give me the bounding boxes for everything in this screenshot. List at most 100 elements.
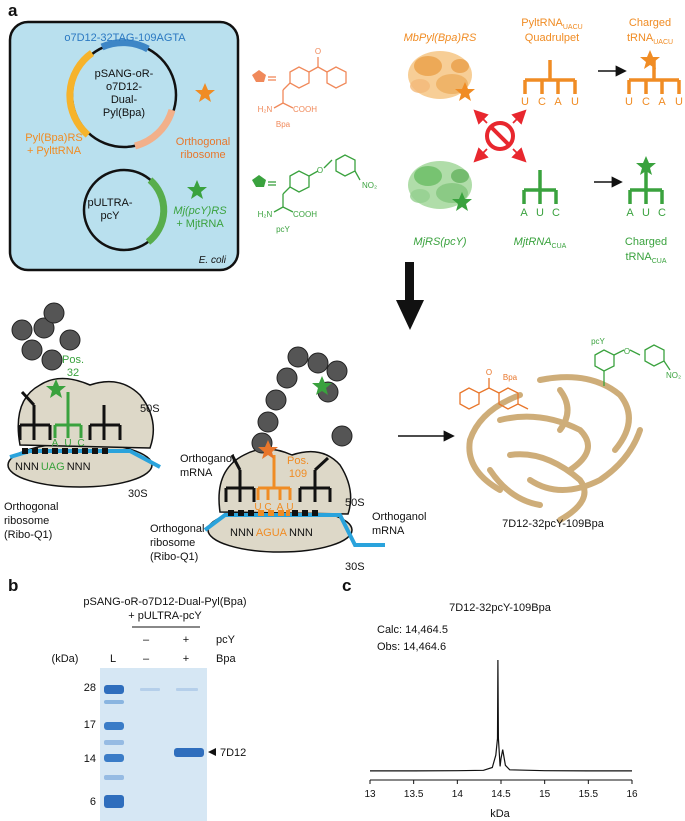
charged-green-star-icon [636,156,656,175]
ribo2-anticodon-4: U [286,502,293,513]
pylrs-label-2: + PylttRNA [27,145,82,157]
gel-marker-28 [104,685,124,694]
gel-marker-17 [104,722,124,730]
protein-bpa-label: Bpa [503,373,518,382]
ribosome-1-beads [11,302,81,371]
bpa-cooh: COOH [293,105,317,114]
gel-band-7d12 [174,748,204,757]
ms-x-tick-label: 15 [539,789,551,800]
gel-bpa-lane1: – [143,653,150,665]
pyl-codon-3: A [554,96,562,108]
pylrs-label-1: Pyl(Bpa)RS [25,132,82,144]
ribosome-2-trna-left [224,454,256,502]
ribo2-50s: 50S [345,497,365,509]
protein-pcy-no2: NO₂ [666,371,681,380]
ms-x-tick-label: 14 [452,789,464,800]
ms-x-tick-label: 13.5 [404,789,424,800]
ribo2-anticodon-2: C [264,502,271,513]
green-star-icon [187,180,207,199]
pcy-structure [252,154,361,213]
ribosome-1-trna-green [53,392,83,438]
ribosome-1-trna-right [88,405,122,440]
charged-green-label-1: Charged [625,236,667,248]
charged-orange-star-icon [640,50,660,69]
panel-c-letter: c [342,576,351,595]
bpa-structure [252,57,347,109]
ribo2-anticodon-3: A [277,502,284,513]
plasmid-1-top-label: o7D12-32TAG-109AGTA [64,32,186,44]
plasmid-1-name-3: Dual- [111,94,138,106]
mj-codon-1: A [520,207,528,219]
bpa-h2n: H₂N [258,105,273,114]
ribo2-orth-label-3: (Ribo-Q1) [150,551,198,563]
gel-pcy-label: pcY [216,634,236,646]
gel-marker-6 [104,795,124,808]
ribosome-2 [203,448,385,553]
ms-x-tick-label: 15.5 [579,789,599,800]
gel-marker-label-6: 6 [90,796,96,808]
pyl-trna [523,60,577,94]
ms-calc: Calc: 14,464.5 [377,624,448,636]
protein-bpa-side-chain [459,378,529,410]
plasmid-2-name-2: pcY [101,210,121,222]
pyl-codon-4: U [571,96,579,108]
orth-ribosome-label-1: Orthogonal [176,136,230,148]
ms-x-tick-label: 14.5 [491,789,511,800]
panel-a-letter: a [8,1,18,20]
gel-title-2: + pULTRA-pcY [128,610,202,622]
plasmid-2-name-1: pULTRA- [87,197,132,209]
pcy-cooh: COOH [293,210,317,219]
charged-codon-3: A [658,96,666,108]
ribo2-anticodon-1: U [254,502,261,513]
gel-kda-label: (kDa) [52,653,79,665]
plasmid-1-name-2: o7D12- [106,81,142,93]
plasmid-1-name-1: pSANG-oR- [95,68,154,80]
ms-spectrum-line [370,659,632,772]
gel-marker-14 [104,754,124,762]
pyl-codon-1: U [521,96,529,108]
ribo1-orth-label-3: (Ribo-Q1) [4,529,52,541]
ribosome-1-green-star-icon [46,379,66,398]
bpa-label: Bpa [276,120,291,129]
orth-ribosome-label-2: ribosome [180,149,225,161]
ribosome-2-orange-star-icon [258,440,278,459]
gel-band-label: 7D12 [220,747,246,759]
ms-xlabel: kDa [490,808,510,820]
charged-mj-codon-1: A [626,207,634,219]
gel-marker-label-28: 28 [84,682,96,694]
ribosome-2-beads [251,346,353,454]
charged-mj-codon-2: U [642,207,650,219]
charged-codon-2: C [642,96,650,108]
mbpyl-star-icon [455,82,475,101]
mj-label-1: Mj(pcY)RS [173,205,227,217]
ribo1-mrna-label-1: Orthoganol [180,453,234,465]
plasmid-1-ribosome-segment [133,108,176,150]
ms-x-tick-label: 16 [626,789,638,800]
mjrs-star-icon [452,192,472,211]
pyl-codon-2: C [538,96,546,108]
gel-pcy-lane2: + [183,634,189,646]
mjrs-protein [408,161,472,209]
charged-codon-1: U [625,96,633,108]
ribo2-orth-label-2: ribosome [150,537,195,549]
ribosome-2-trna-orange [256,455,292,500]
panel-b-letter: b [8,576,18,595]
mj-trna-label: MjtRNACUA [514,236,567,250]
gel-bpa-label: Bpa [216,653,236,665]
protein-pcy-side-chain [594,344,671,386]
plasmid-1-pylrs-segment [66,50,95,138]
ribo2-mrna-label-2: mRNA [372,525,405,537]
plasmid-1-name-4: Pyl(Bpa) [103,107,145,119]
ribosome-2-green-star-icon [312,376,332,395]
ribo1-mrna-label-2: mRNA [180,467,213,479]
protein-bpa-o: O [486,368,492,377]
gel-marker-label-14: 14 [84,753,96,765]
gel-bpa-lane2: + [183,653,189,665]
mj-trna [522,170,558,204]
plasmid-1-o7d12-segment [100,39,150,53]
pyl-trna-quad: Quadrulpet [525,32,579,44]
gel-pcy-lane1: – [143,634,150,646]
pcy-o-atom: O [317,166,323,175]
